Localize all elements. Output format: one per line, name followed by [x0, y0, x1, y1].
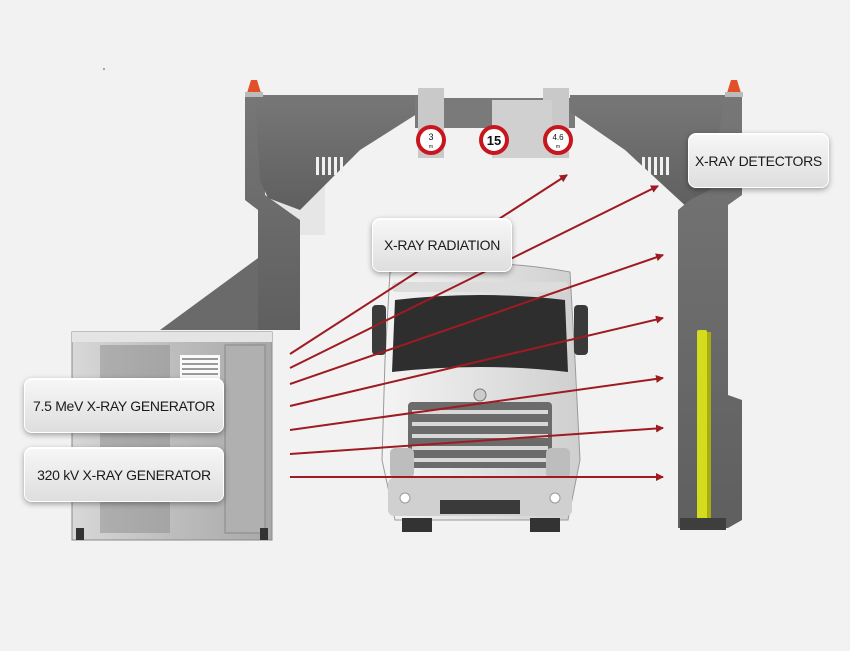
sign-right-value: 4.6 [552, 133, 564, 142]
sign-right-unit: m [556, 144, 560, 150]
truck-headlight-right [546, 448, 570, 478]
truck-mirror-right [574, 305, 588, 355]
sign-right: 4.6 m [543, 125, 573, 155]
callout-xray-detectors: X-RAY DETECTORS [688, 133, 829, 188]
sign-left-unit: m [429, 144, 433, 150]
truck-mirror-left [372, 305, 386, 355]
radiation-arrow [289, 253, 664, 385]
right-beacon-base [725, 92, 743, 97]
radiation-arrow [289, 375, 664, 431]
generator-container [71, 331, 273, 541]
sign-left-value: 3 [428, 132, 433, 142]
right-tower [678, 95, 742, 528]
left-brace [160, 258, 258, 330]
truck-windshield [392, 295, 568, 372]
truck [372, 263, 588, 532]
callout-xray-radiation: X-RAY RADIATION [372, 218, 512, 272]
detector-bar [697, 330, 707, 522]
callout-320-kv-generator-label: 320 kV X-RAY GENERATOR [37, 466, 211, 483]
right-tower-foot [680, 518, 726, 530]
callout-7-5-mev-generator: 7.5 MeV X-RAY GENERATOR [24, 378, 224, 433]
detector-bar-shadow [707, 332, 711, 520]
truck-sunvisor [392, 282, 568, 292]
left-beacon-base [245, 92, 263, 97]
truck-bumper [388, 478, 572, 516]
radiation-arrow [289, 185, 659, 369]
radiation-arrow [289, 424, 664, 455]
right-beacon-light [727, 80, 741, 93]
container-door [224, 344, 266, 534]
callout-320-kv-generator: 320 kV X-RAY GENERATOR [24, 447, 224, 502]
right-vent-grille [642, 157, 669, 175]
truck-headlight-left [390, 448, 414, 478]
callout-7-5-mev-generator-label: 7.5 MeV X-RAY GENERATOR [33, 397, 215, 414]
truck-emblem [473, 388, 487, 402]
left-beacon-light [247, 80, 261, 93]
sign-center-value: 15 [487, 133, 501, 148]
radiation-arrow [289, 315, 664, 407]
sign-center: 15 [479, 125, 509, 155]
left-shoulder [255, 95, 420, 210]
callout-xray-radiation-label: X-RAY RADIATION [383, 237, 501, 253]
stray-dot [103, 68, 105, 70]
callout-xray-detectors-label: X-RAY DETECTORS [695, 152, 822, 169]
left-vent-grille [316, 157, 343, 175]
sign-left: 3 m [416, 125, 446, 155]
